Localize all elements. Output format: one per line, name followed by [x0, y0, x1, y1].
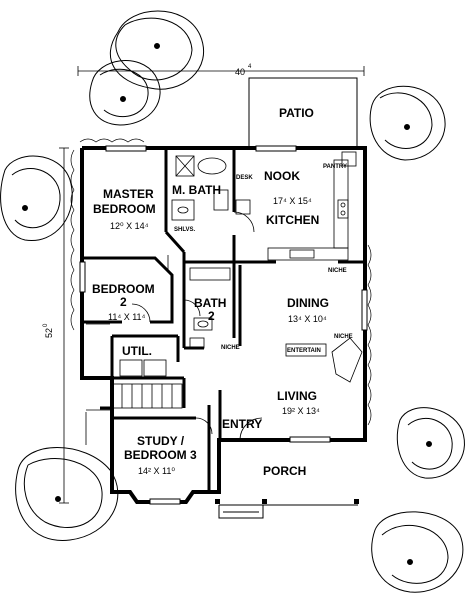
porch-outline — [218, 505, 264, 519]
porch-column — [354, 499, 359, 504]
width-dimension-superscript: 4 — [248, 64, 252, 70]
room-label-master: MASTER — [103, 187, 154, 201]
window — [289, 436, 331, 443]
door-swing — [233, 211, 255, 233]
window — [361, 289, 368, 331]
room-dims-study: 14² X 11⁰ — [138, 466, 175, 476]
label-pantry: PANTRY — [323, 164, 347, 170]
window — [79, 261, 86, 293]
fixtures — [85, 151, 363, 445]
label-niche-dining: NICHE — [334, 334, 353, 340]
entertain-unit — [285, 343, 327, 357]
room-label-dining: DINING — [287, 296, 329, 310]
room-label-kitchen: KITCHEN — [266, 213, 319, 227]
toilet-icon — [189, 337, 205, 349]
room-label-study: STUDY / — [137, 434, 185, 448]
burner-icon — [340, 210, 346, 216]
room-label-porch: PORCH — [263, 464, 306, 478]
shrub-left — [70, 149, 75, 331]
label-shelves: SHLVS. — [174, 227, 196, 233]
toilet-icon — [213, 189, 229, 211]
sink-icon — [289, 249, 315, 259]
depth-dimension: 52 0 — [43, 323, 54, 338]
burner-icon — [340, 202, 346, 208]
tree-left — [0, 155, 73, 242]
door-swing — [131, 303, 151, 323]
desk-icon — [235, 199, 251, 215]
width-dimension: 40 4 — [235, 64, 252, 77]
tree-top-right — [369, 85, 446, 161]
label-desk: DESK — [236, 175, 253, 181]
window — [255, 145, 297, 152]
room-label-entry: ENTRY — [222, 417, 262, 431]
width-dimension-value: 40 — [235, 67, 245, 77]
shrub-top-left — [79, 138, 145, 143]
room-dims-living: 19² X 13⁴ — [282, 406, 320, 416]
label-niche-bath: NICHE — [221, 345, 240, 351]
door-swing — [183, 299, 201, 317]
window — [105, 145, 147, 152]
kitchen-counter — [267, 247, 349, 261]
room-label-study-2: BEDROOM 3 — [124, 448, 197, 462]
room-label-patio: PATIO — [279, 106, 314, 120]
room-label-nook: NOOK — [264, 169, 300, 183]
shrub-right — [367, 244, 372, 426]
basin-icon — [177, 206, 189, 214]
room-label-master-2: BEDROOM — [93, 202, 156, 216]
outdoor-areas — [218, 77, 358, 519]
vanity-icon — [193, 317, 213, 331]
room-label-living: LIVING — [277, 389, 317, 403]
room-label-bedroom2-2: 2 — [120, 295, 127, 309]
landscape-trees — [0, 10, 465, 593]
depth-dimension-value: 52 — [44, 328, 54, 338]
washer-icon — [119, 359, 143, 377]
room-dims-bedroom2: 11⁴ X 11⁴ — [108, 312, 146, 322]
bathtub-icon — [197, 157, 227, 175]
porch-columns — [215, 499, 359, 504]
stairs — [111, 383, 183, 409]
room-labels: PATIO NOOK 17⁴ X 15⁴ KITCHEN MASTER BEDR… — [92, 106, 329, 478]
porch-column — [215, 499, 220, 504]
tree-bottom-left — [15, 447, 119, 541]
porch-column — [262, 499, 267, 504]
room-label-m-bath: M. BATH — [172, 183, 221, 197]
room-label-util: UTIL. — [122, 344, 152, 358]
patio-outline — [248, 77, 358, 148]
room-label-bath2-2: 2 — [208, 309, 215, 323]
vanity-icon — [171, 199, 195, 221]
tree-bottom-right — [371, 511, 464, 593]
shower-icon — [175, 155, 195, 177]
interior-walls — [82, 150, 365, 492]
depth-dimension-superscript: 0 — [43, 323, 49, 327]
room-dims-master: 12⁰ X 14⁴ — [110, 221, 149, 231]
label-entertain: ENTERTAIN — [287, 348, 321, 354]
tree-top-left — [89, 60, 161, 126]
room-dims-dining: 13⁴ X 10⁴ — [288, 314, 327, 324]
fireplace-icon — [331, 337, 363, 383]
shrubs — [70, 138, 372, 426]
room-label-bath2: BATH — [194, 296, 226, 310]
basin-icon — [197, 320, 209, 328]
tree-top-center — [109, 10, 205, 90]
door-swing — [239, 417, 263, 441]
windows — [79, 145, 368, 505]
annotation-labels: DESK PANTRY SHLVS. NICHE NICHE NICHE ENT… — [174, 164, 353, 354]
room-label-bedroom2: BEDROOM — [92, 282, 155, 296]
door-swing — [195, 417, 213, 435]
pantry-box — [341, 151, 357, 167]
room-dims-nook: 17⁴ X 15⁴ — [273, 196, 312, 206]
range-icon — [337, 199, 349, 219]
label-niche-kitchen: NICHE — [328, 268, 347, 274]
dimension-lines — [59, 66, 365, 504]
dryer-icon — [143, 359, 167, 377]
bathtub-icon — [189, 267, 231, 281]
window — [149, 498, 181, 505]
tree-right-middle — [396, 407, 465, 479]
